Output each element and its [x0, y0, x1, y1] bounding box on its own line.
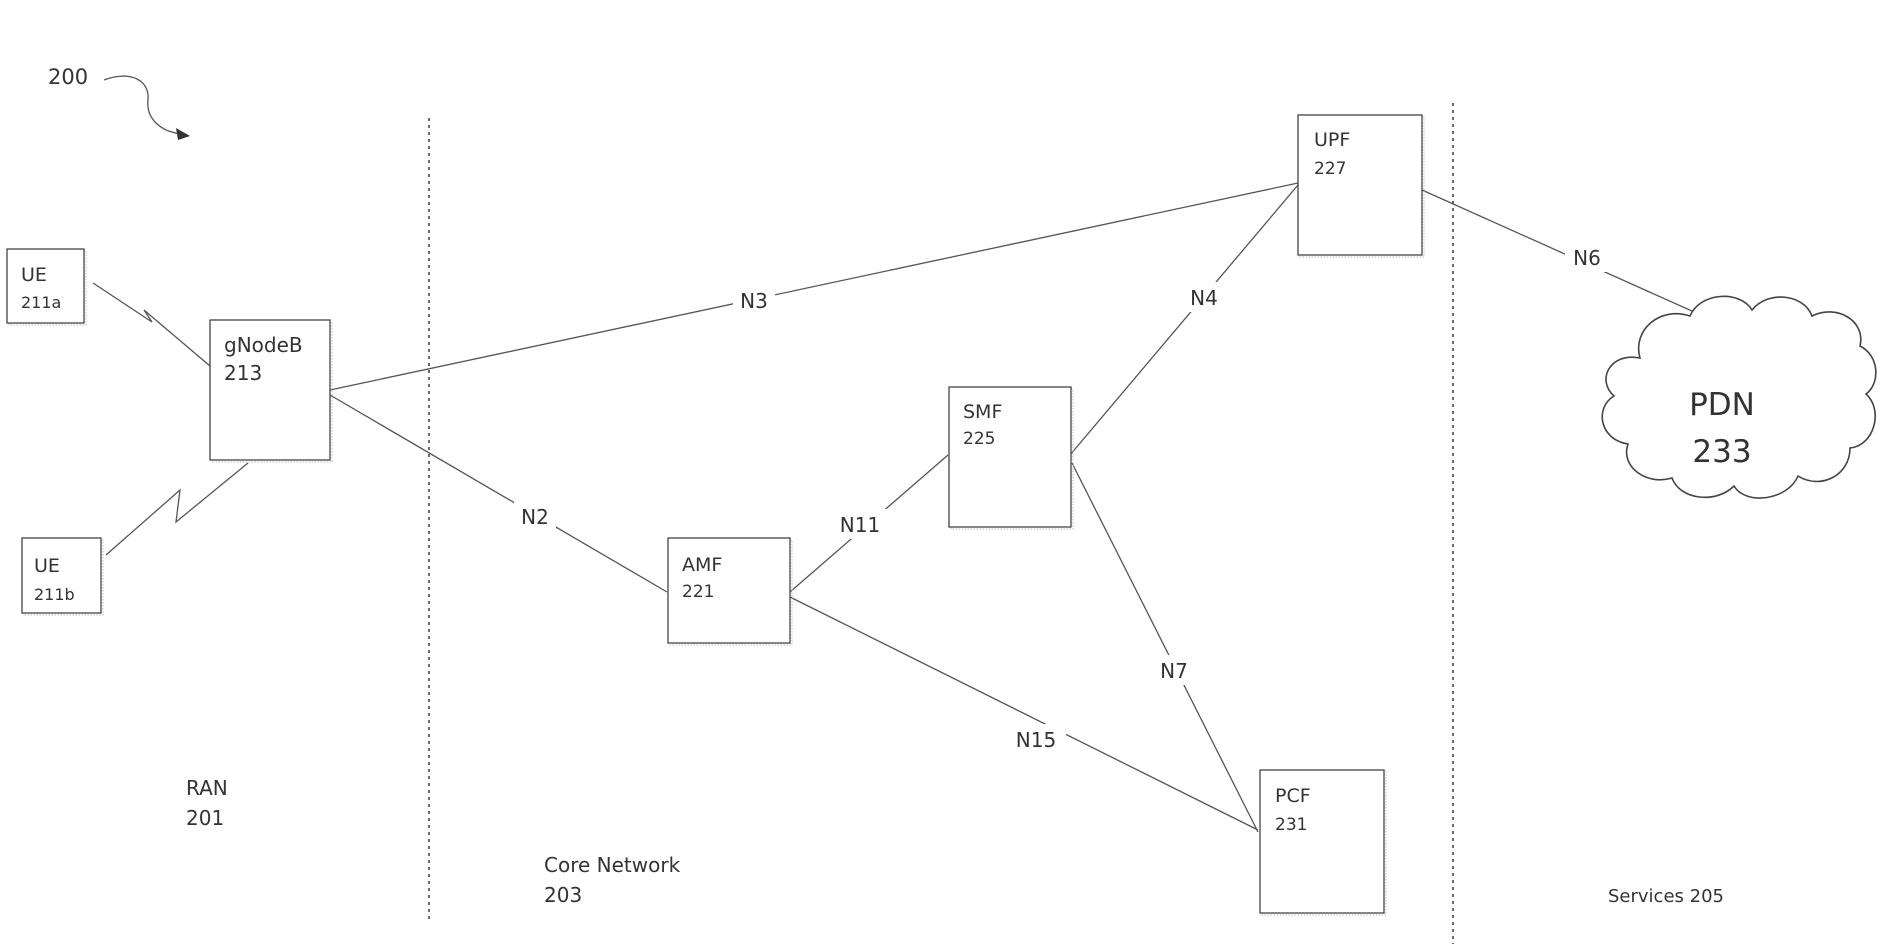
link-n15: [790, 597, 1258, 830]
upf-227-name: UPF: [1314, 129, 1350, 151]
pdn-233-cloud: PDN 233: [1602, 296, 1876, 498]
region-ran-number: 201: [186, 806, 224, 830]
ue-211b-node: UE 211b: [22, 538, 103, 615]
ue-211b-name: UE: [34, 555, 60, 577]
ue-211a-node: UE 211a: [7, 249, 86, 325]
amf-221-id: 221: [682, 582, 714, 602]
interface-label-n6: N6: [1573, 246, 1601, 270]
interface-label-n11: N11: [840, 513, 880, 537]
upf-227-node: UPF 227: [1298, 115, 1424, 257]
smf-225-name: SMF: [963, 401, 1002, 423]
interface-label-n3: N3: [740, 289, 768, 313]
interface-label-n4: N4: [1190, 286, 1218, 310]
smf-225-id: 225: [963, 429, 995, 449]
upf-227-id: 227: [1314, 159, 1346, 179]
link-n2: [330, 395, 667, 592]
pcf-231-id: 231: [1275, 815, 1307, 835]
ue-211b-id: 211b: [34, 585, 75, 604]
link-n3: [330, 183, 1298, 390]
ue-b-radio-link: [106, 463, 248, 555]
gnodeb-213-name: gNodeB: [224, 333, 303, 357]
pdn-233-id: 233: [1692, 434, 1751, 470]
interface-label-n2: N2: [521, 505, 549, 529]
interface-label-n15: N15: [1016, 728, 1056, 752]
amf-221-node: AMF 221: [668, 538, 792, 645]
link-n7: [1072, 463, 1258, 832]
gnodeb-213-node: gNodeB 213: [210, 320, 332, 462]
ue-211a-id: 211a: [21, 293, 61, 312]
region-core-name: Core Network: [544, 853, 681, 877]
smf-225-node: SMF 225: [949, 387, 1073, 529]
ue-a-radio-link: [93, 283, 210, 366]
amf-221-name: AMF: [682, 554, 722, 576]
pcf-231-node: PCF 231: [1260, 770, 1386, 915]
region-core-number: 203: [544, 883, 582, 907]
ue-211a-name: UE: [21, 264, 47, 286]
region-ran-name: RAN: [186, 776, 228, 800]
figure-number: 200: [48, 65, 88, 89]
figure-arrowhead: [176, 128, 190, 140]
interface-label-n7: N7: [1160, 659, 1188, 683]
link-n4: [1070, 185, 1298, 455]
pcf-231-name: PCF: [1275, 785, 1311, 807]
figure-reference-arrow: [104, 76, 182, 134]
region-services-name: Services 205: [1608, 886, 1724, 907]
pdn-233-name: PDN: [1689, 387, 1755, 423]
gnodeb-213-id: 213: [224, 361, 262, 385]
